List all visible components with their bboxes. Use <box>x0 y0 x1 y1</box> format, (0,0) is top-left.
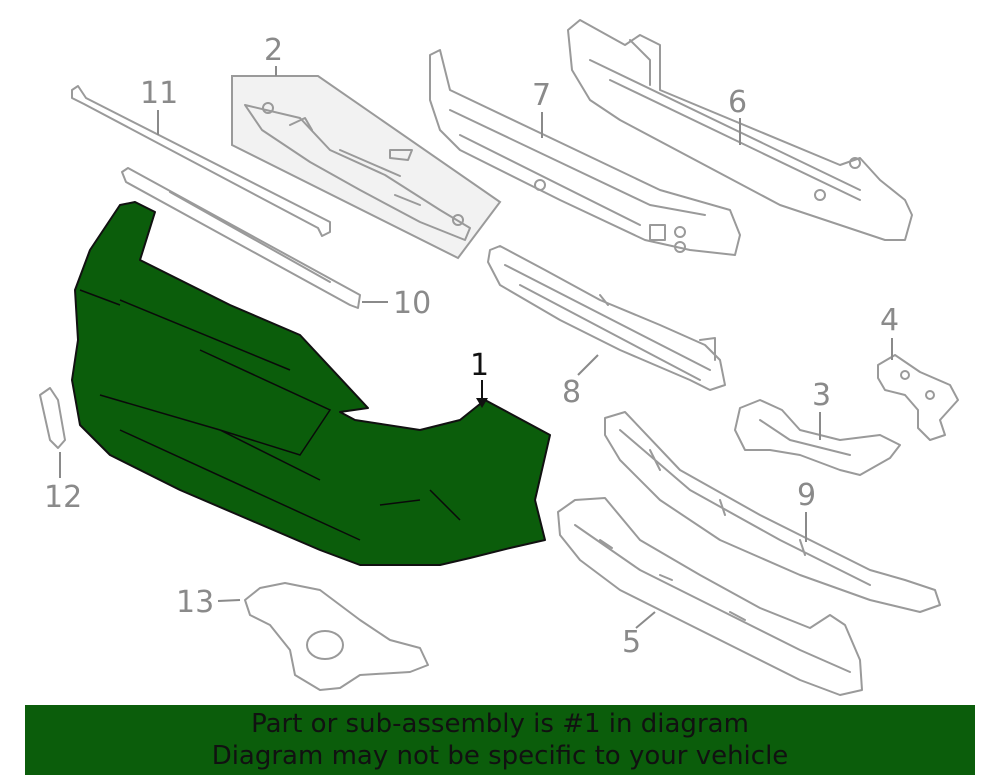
callout-6: 6 <box>728 85 747 145</box>
callout-7: 7 <box>532 78 551 138</box>
svg-text:5: 5 <box>622 625 641 660</box>
svg-text:1: 1 <box>470 348 489 383</box>
callout-10: 10 <box>362 286 431 321</box>
banner-line-1: Part or sub-assembly is #1 in diagram <box>251 709 749 739</box>
callout-5: 5 <box>622 611 656 660</box>
callout-13: 13 <box>176 585 241 620</box>
callout-9: 9 <box>797 478 816 542</box>
svg-text:8: 8 <box>562 375 581 410</box>
svg-text:11: 11 <box>140 76 178 111</box>
part-2-air-deflector-panel <box>231 75 502 260</box>
svg-text:3: 3 <box>812 378 831 413</box>
svg-text:7: 7 <box>532 78 551 113</box>
part-5-lower-absorber <box>557 497 863 696</box>
callout-11: 11 <box>140 76 178 135</box>
callout-3: 3 <box>812 378 831 440</box>
callout-2: 2 <box>264 33 283 76</box>
svg-text:6: 6 <box>728 85 747 120</box>
callout-12: 12 <box>44 452 82 515</box>
svg-text:2: 2 <box>264 33 283 68</box>
notice-banner: Part or sub-assembly is #1 in diagram Di… <box>25 705 975 775</box>
svg-text:12: 12 <box>44 480 82 515</box>
part-10-molding-strip <box>121 167 361 309</box>
svg-text:10: 10 <box>393 286 431 321</box>
callout-1: 1 <box>470 348 489 408</box>
banner-line-2: Diagram may not be specific to your vehi… <box>211 741 789 771</box>
part-13-fog-bezel <box>244 582 429 691</box>
part-1-bumper-cover <box>71 201 551 566</box>
callout-4: 4 <box>880 303 899 360</box>
part-8-bracket <box>487 245 726 391</box>
part-11-seal-strip <box>71 85 331 237</box>
part-9-energy-absorber <box>604 411 941 613</box>
part-7-reinforcement <box>429 49 741 256</box>
part-12-clip <box>39 387 66 449</box>
svg-text:13: 13 <box>176 585 214 620</box>
callout-8: 8 <box>562 354 599 410</box>
svg-text:9: 9 <box>797 478 816 513</box>
svg-text:4: 4 <box>880 303 899 338</box>
part-3-mount-bracket <box>734 399 901 476</box>
part-4-side-bracket <box>877 354 959 441</box>
